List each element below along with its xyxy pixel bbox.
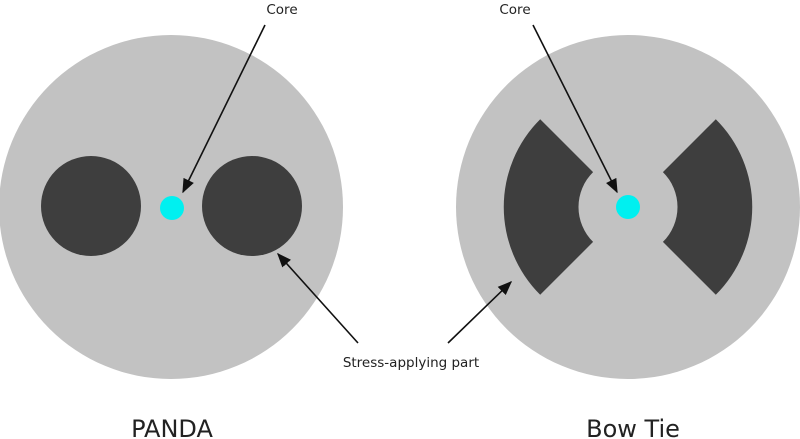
bowtie-fiber [456, 35, 800, 379]
bowtie-core [616, 195, 640, 219]
bowtie-stress-sector-right [662, 119, 753, 295]
panda-fiber [0, 35, 343, 379]
label-stress-applying-part: Stress-applying part [343, 355, 479, 371]
panda-stress-rod-right [202, 156, 302, 256]
label-core-left: Core [266, 2, 297, 18]
panda-stress-rod-left [41, 156, 141, 256]
arrow-core-right [532, 24, 618, 194]
label-bow-tie: Bow Tie [586, 415, 680, 439]
arrow-core-left [182, 24, 266, 194]
panda-core [160, 196, 184, 220]
bowtie-stress-sector-left [503, 119, 594, 295]
label-panda: PANDA [131, 415, 213, 439]
arrow-stress-right [447, 280, 513, 344]
label-core-right: Core [499, 2, 530, 18]
arrow-stress-left [277, 252, 359, 344]
